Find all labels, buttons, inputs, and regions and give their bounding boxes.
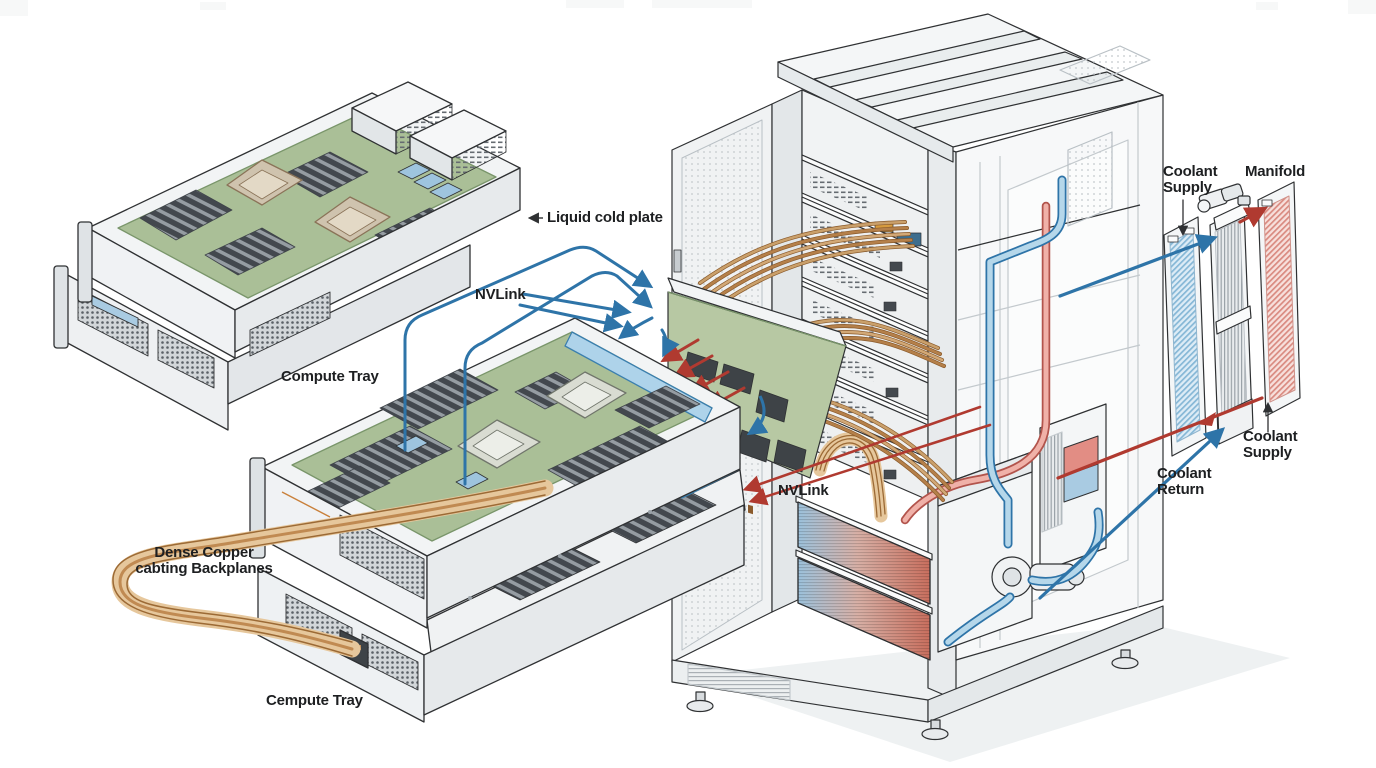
tray1-psu [409,109,507,181]
label-nvlink-right: NVLink [778,482,829,499]
edge-artifacts [0,0,1376,16]
label-compute-tray-top: Compute Tray [281,368,379,385]
nvlink-cable-1 [403,245,654,452]
tray2-side-face [426,406,741,619]
label-coolant-supply-right: Coolant Supply [1243,428,1298,462]
rack-top-cap [777,13,1164,163]
tray1-cpu [226,159,303,206]
tray2-cpu [457,419,541,469]
copper-bundle-lower [807,396,954,502]
nvlink-blue-cables [403,245,680,486]
coolant-red-arrow-top [1238,206,1268,228]
leveling-foot [1111,649,1139,670]
coolant-return-arrowhead [1196,412,1216,426]
coolant-manifolds [1163,181,1301,457]
nvlink-cable-4 [518,303,624,333]
label-coolant-supply-top: Coolant Supply [1163,163,1218,197]
tray1-cpu [314,196,391,243]
coolant-supply-line-top [1058,234,1218,298]
tray2-cpu [546,371,627,419]
tray1-lower-chassis [61,244,471,431]
compute-tray-top-left [53,81,521,431]
server-rack [671,13,1164,741]
label-liquid-cold-plate: Liquid cold plate [547,209,663,226]
coolant-pump [991,556,1085,598]
copper-bundle-upper [698,220,915,309]
tray1-mounting-ear [77,221,93,303]
backplane-blue-curved-arrow [746,395,769,436]
coolant-supply-line-bottom [1038,427,1226,600]
coolant-return-line [1056,396,1264,480]
rack-right-perforation [1067,131,1113,227]
leveling-foot [921,719,949,741]
coolant-flow-arrows [1038,199,1274,600]
coolant-tank [1039,403,1107,573]
nvlink-curved-arrow-2 [660,328,680,358]
tray1-blue-components [397,162,463,200]
manifold-radiator [1197,183,1254,445]
radiator-fitting [1197,183,1251,213]
manifold-plate-blue [1163,216,1207,457]
rack-coolant-pipes [900,175,1067,549]
dense-copper-ribbon [111,479,554,658]
compute-tray-middle-upper [249,317,741,629]
tray3-side-face [423,504,745,716]
heat-exchanger-cores [795,495,933,661]
label-compute-tray-bottom: Cempute Tray [266,692,363,709]
label-manifold: Manifold [1245,163,1306,180]
label-nvlink-left: NVLink [475,286,526,303]
tray1-mounting-ear [53,265,69,349]
rack-base [671,605,1164,741]
nvlink-red-lines [742,405,992,506]
nvlink-cable-3 [521,292,632,319]
label-coolant-return: Coolant Return [1157,465,1212,499]
label-dense-copper-backplanes: Dense Copper cabting Backplanes [135,544,273,578]
nvlink-curved-arrow-1 [617,316,654,340]
manifold-plate-red [1257,181,1301,417]
leveling-foot [686,691,714,713]
